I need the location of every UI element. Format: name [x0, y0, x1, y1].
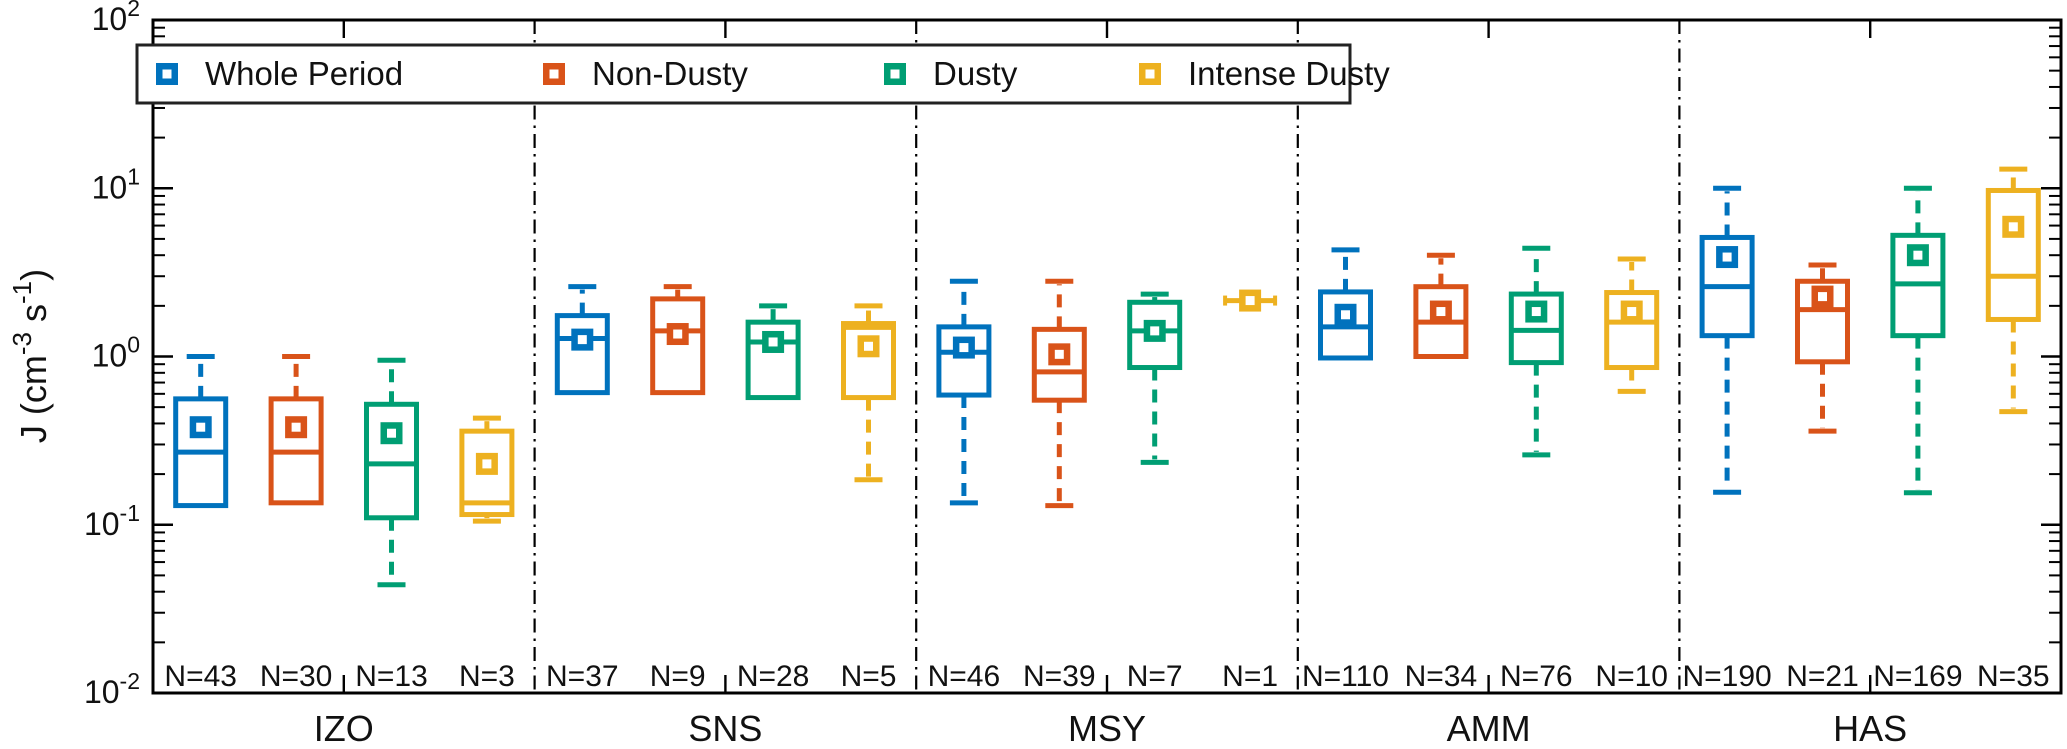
mean-marker-center	[1913, 250, 1923, 260]
n-count-label: N=30	[260, 660, 333, 693]
n-count-label: N=21	[1786, 660, 1859, 693]
box-amm-intense-dusty	[1604, 290, 1660, 371]
y-tick-label: 101	[92, 163, 140, 205]
mean-marker-center	[196, 422, 206, 432]
y-tick-label: 10-2	[84, 668, 140, 710]
mean-marker-center	[2008, 222, 2018, 232]
mean-marker-center	[1627, 307, 1637, 317]
mean-marker-center	[1054, 349, 1064, 359]
mean-marker-center	[162, 69, 172, 79]
box-has-non-dusty	[1795, 278, 1850, 365]
box-msy-non-dusty	[1031, 326, 1087, 403]
box-sns-whole-period	[554, 313, 610, 396]
mean-marker-center	[549, 69, 559, 79]
mean-marker-center	[291, 422, 301, 432]
mean-marker-center	[1436, 307, 1446, 317]
box-sns-non-dusty	[650, 296, 706, 396]
mean-marker-center	[890, 69, 900, 79]
box-msy-whole-period	[936, 324, 992, 398]
n-count-label: N=1	[1222, 660, 1278, 693]
station-label: HAS	[1833, 708, 1907, 749]
n-count-label: N=190	[1682, 660, 1771, 693]
n-count-label: N=110	[1302, 660, 1389, 693]
n-count-label: N=5	[841, 660, 897, 693]
y-tick-label: 102	[92, 0, 140, 37]
n-count-label: N=35	[1977, 660, 2050, 693]
legend-item-intense-dusty: Intense Dusty	[1188, 55, 1390, 92]
station-label: IZO	[314, 708, 374, 749]
station-label: MSY	[1068, 708, 1146, 749]
n-count-label: N=46	[928, 660, 1001, 693]
box-izo-dusty	[364, 401, 419, 521]
box-sns-dusty	[745, 319, 801, 401]
n-count-label: N=28	[737, 660, 810, 693]
legend-item-dusty: Dusty	[933, 55, 1018, 92]
n-count-label: N=9	[650, 660, 706, 693]
n-count-label: N=7	[1127, 660, 1183, 693]
n-count-label: N=13	[355, 660, 428, 693]
mean-marker-center	[1245, 296, 1255, 306]
box-has-intense-dusty	[1985, 187, 2041, 322]
y-tick-label: 10-1	[84, 500, 140, 542]
n-count-label: N=3	[459, 660, 515, 693]
box-izo-intense-dusty	[459, 428, 515, 518]
box-sns-intense-dusty	[841, 321, 896, 401]
mean-marker-center	[673, 329, 683, 339]
mean-marker-center	[482, 459, 492, 469]
mean-marker-center	[1818, 292, 1827, 302]
mean-marker-center	[577, 335, 587, 345]
station-label: AMM	[1447, 708, 1531, 749]
n-count-label: N=34	[1405, 660, 1478, 693]
n-count-label: N=169	[1873, 660, 1962, 693]
mean-marker-center	[1341, 310, 1350, 320]
legend-item-non-dusty: Non-Dusty	[592, 55, 748, 92]
n-count-label: N=39	[1023, 660, 1096, 693]
n-count-label: N=76	[1500, 660, 1573, 693]
mean-marker-center	[1145, 69, 1155, 79]
y-tick-label: 100	[92, 332, 140, 374]
mean-marker-center	[1722, 252, 1732, 262]
n-count-label: N=10	[1595, 660, 1668, 693]
box-msy-dusty	[1127, 299, 1183, 371]
mean-marker-center	[959, 343, 969, 353]
plot-frame	[151, 18, 2063, 695]
mean-marker-center	[1150, 326, 1160, 336]
mean-marker-center	[768, 337, 778, 347]
mean-marker-center	[387, 428, 396, 438]
legend-item-whole-period: Whole Period	[205, 55, 403, 92]
station-label: SNS	[688, 708, 762, 749]
mean-marker-center	[864, 341, 873, 351]
n-count-label: N=43	[164, 660, 237, 693]
mean-marker-center	[1531, 307, 1541, 317]
y-axis-title: J (cm-3 s-1)	[7, 269, 54, 443]
n-count-label: N=37	[546, 660, 619, 693]
